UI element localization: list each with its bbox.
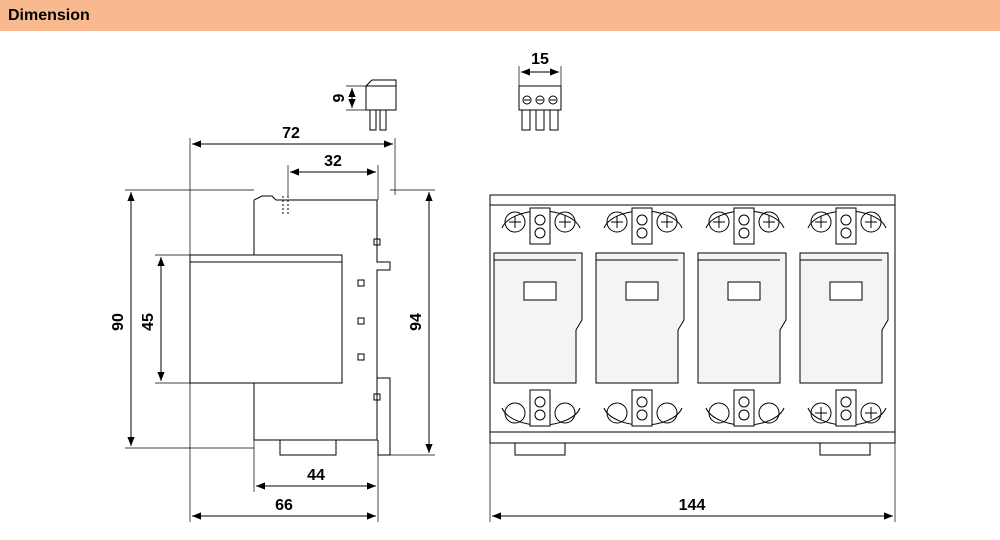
terminal-label-block	[631, 207, 653, 245]
module-body	[595, 252, 685, 384]
side-view	[125, 138, 435, 522]
screw-icon	[636, 396, 648, 408]
header-bar: Dimension	[0, 0, 1000, 31]
side-view-front-block	[189, 254, 343, 384]
side-terminal	[373, 238, 381, 246]
side-terminal	[357, 317, 365, 325]
screw-icon	[534, 214, 546, 226]
screw-icon	[534, 227, 546, 239]
side-terminal	[357, 353, 365, 361]
label-90: 90	[110, 313, 127, 331]
status-window	[727, 281, 761, 301]
screw-icon	[840, 396, 852, 408]
screw-icon	[636, 409, 648, 421]
module-body	[697, 252, 787, 384]
screw-terminal-icon	[860, 211, 882, 233]
terminal-label-block	[835, 389, 857, 427]
side-view-top-edge	[253, 195, 391, 378]
empty-terminal	[554, 402, 576, 424]
screw-icon	[636, 214, 648, 226]
screw-terminal-icon	[554, 211, 576, 233]
screw-terminal-icon	[504, 211, 526, 233]
status-window	[523, 281, 557, 301]
front-view	[489, 194, 896, 522]
terminal-label-block	[835, 207, 857, 245]
screw-icon	[840, 409, 852, 421]
terminal-label-block	[529, 389, 551, 427]
terminal-label-block	[631, 389, 653, 427]
label-144: 144	[679, 497, 706, 514]
screw-terminal-icon	[606, 211, 628, 233]
terminal-label-block	[529, 207, 551, 245]
empty-terminal	[758, 402, 780, 424]
terminal-label-block	[733, 207, 755, 245]
screw-terminal-icon	[810, 211, 832, 233]
side-terminal	[373, 393, 381, 401]
label-94: 94	[408, 313, 425, 331]
screw-icon	[534, 396, 546, 408]
screw-terminal-icon	[758, 211, 780, 233]
screw-icon	[738, 396, 750, 408]
label-44: 44	[307, 467, 325, 484]
label-15: 15	[531, 51, 549, 68]
plug-front-view	[518, 66, 562, 131]
screw-icon	[840, 227, 852, 239]
status-window	[829, 281, 863, 301]
side-terminal	[357, 279, 365, 287]
screw-icon	[840, 214, 852, 226]
empty-terminal	[656, 402, 678, 424]
screw-icon	[738, 214, 750, 226]
screw-terminal-icon	[656, 211, 678, 233]
screw-icon	[534, 409, 546, 421]
header-title: Dimension	[8, 6, 90, 24]
status-window	[625, 281, 659, 301]
plug-side-view	[346, 79, 397, 131]
screw-icon	[738, 409, 750, 421]
module-body	[799, 252, 889, 384]
module-body	[493, 252, 583, 384]
label-45: 45	[140, 313, 157, 331]
label-9: 9	[331, 93, 348, 102]
screw-icon	[636, 227, 648, 239]
screw-terminal-icon	[860, 402, 882, 424]
side-view-rail-clip	[279, 440, 337, 456]
label-66: 66	[275, 497, 293, 514]
label-32: 32	[324, 153, 342, 170]
terminal-label-block	[733, 389, 755, 427]
screw-terminal-icon	[708, 211, 730, 233]
label-72: 72	[282, 125, 300, 142]
screw-icon	[738, 227, 750, 239]
